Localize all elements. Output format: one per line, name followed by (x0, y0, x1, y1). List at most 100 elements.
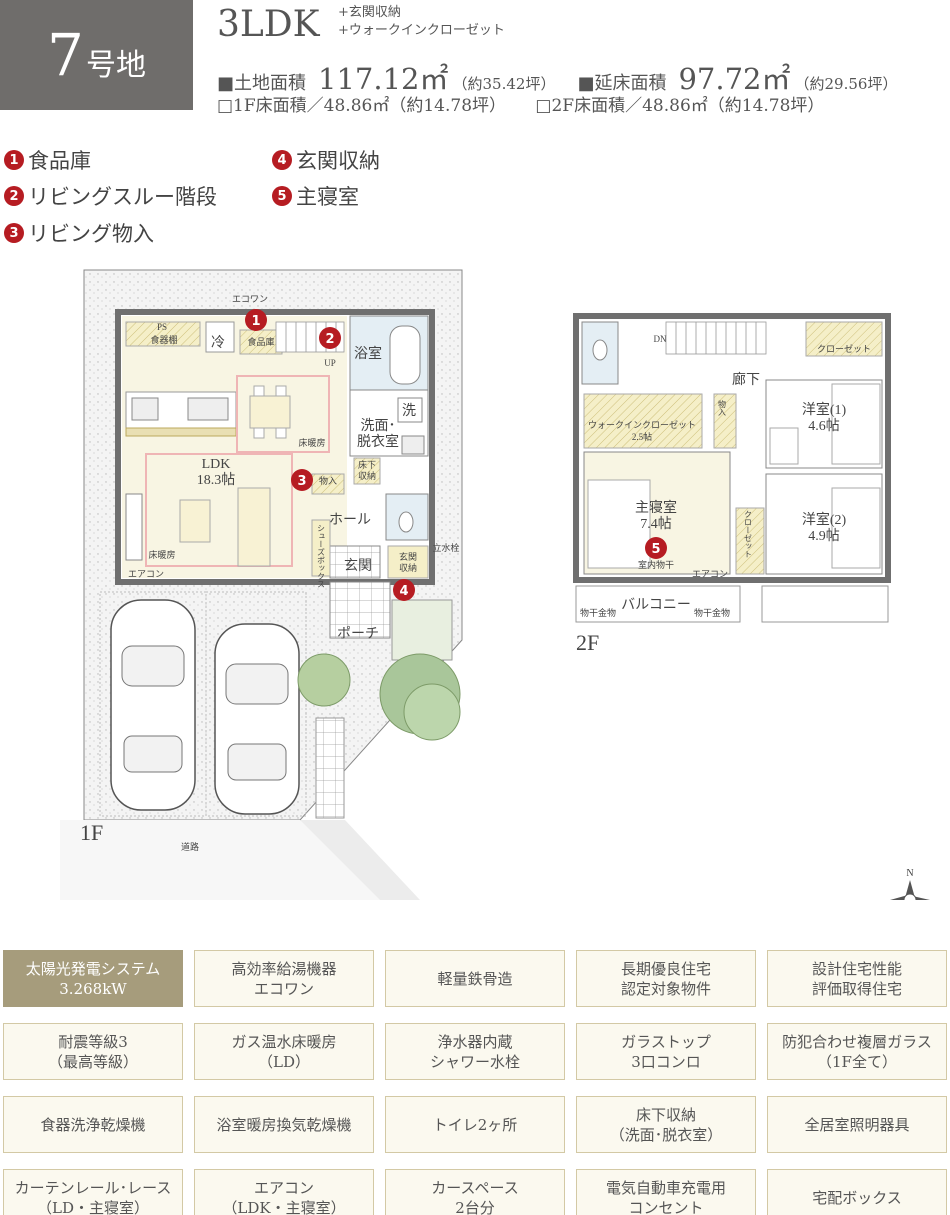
marker-5: 5 (651, 542, 660, 557)
feature-item: 全居室照明器具 (767, 1096, 947, 1153)
corridor-label: 廊下 (732, 371, 760, 388)
car-1-icon (110, 599, 196, 811)
ldk-label: LDK (202, 457, 231, 472)
feature-item: ガス温水床暖房 （LD） (194, 1023, 374, 1080)
features-grid: 太陽光発電システム 3.268kW 高効率給湯機器 エコワン 軽量鉄骨造 長期優… (3, 950, 947, 1215)
wic-label: ウォークインクローゼット (588, 419, 696, 430)
floor-areas: □1F床面積／48.86㎡（約14.78坪） □2F床面積／48.86㎡（約14… (217, 91, 824, 116)
plan-extra-item: +玄関収納 (338, 5, 401, 20)
legend-badge: 2 (4, 186, 24, 206)
legend-label: リビングスルー階段 (28, 185, 217, 209)
floor-area-value: 97.72㎡ (678, 62, 791, 96)
first-floor-area: □1F床面積／48.86㎡（約14.78坪） (217, 96, 507, 116)
land-area-value: 117.12㎡ (318, 62, 449, 96)
ldk-size: 18.3帖 (197, 472, 236, 488)
porch-label: ポーチ (337, 626, 379, 642)
legend-item-2: 2 リビングスルー階段 (4, 181, 217, 211)
legend-badge: 4 (272, 150, 292, 170)
floor-heat-label: 床暖房 (148, 549, 175, 560)
plan-type: 3LDK (217, 4, 320, 45)
balcony-label: バルコニー (621, 598, 691, 613)
land-area-label: ■土地面積 (217, 73, 307, 94)
marker-3: 3 (297, 474, 306, 489)
legend-item-4: 4 玄関収納 (272, 145, 380, 175)
room1-size: 4.6帖 (808, 418, 840, 434)
entry-storage-label: 収納 (399, 562, 417, 573)
entrance-label: 玄関 (344, 557, 372, 574)
legend-label: 主寝室 (296, 185, 359, 209)
road-label: 道路 (181, 841, 199, 852)
room2-size: 4.9帖 (808, 528, 840, 544)
lot-number-box: 7 号地 (0, 0, 193, 110)
feature-item: 食器洗浄乾燥機 (3, 1096, 183, 1153)
legend-badge: 5 (272, 186, 292, 206)
feature-item: 浴室暖房換気乾燥機 (194, 1096, 374, 1153)
fridge-label: 冷 (211, 335, 225, 351)
dn-label: DN (654, 334, 667, 344)
faucet-label: 立水栓 (432, 542, 459, 553)
feature-item: 床下収納 （洗面･脱衣室） (576, 1096, 756, 1153)
storage-label: 物入 (319, 475, 337, 486)
closet-label: クローゼット (817, 343, 871, 354)
plan-extras: +玄関収納 +ウォークインクローゼット (338, 4, 505, 40)
compass-icon: N (890, 868, 930, 900)
feature-item: 長期優良住宅 認定対象物件 (576, 950, 756, 1007)
floor-heat-label: 床暖房 (298, 437, 325, 448)
storage-label: 物入 (718, 399, 727, 416)
lot-number: 7 (47, 21, 84, 89)
floor-area-label: ■延床面積 (577, 73, 667, 94)
legend-label: 食品庫 (28, 149, 91, 173)
ps-label: PS (157, 322, 167, 332)
cupboard-label: 食器棚 (150, 334, 177, 345)
floor-label-1f: 1F (80, 820, 103, 845)
floor-plans: 1 2 3 4 エコワン PS 食器棚 食品庫 UP 床暖房 床暖房 物入 床下… (60, 269, 930, 900)
tree-icon (403, 683, 461, 741)
marker-2: 2 (325, 332, 334, 347)
feature-item: 電気自動車充電用 コンセント (576, 1169, 756, 1215)
master-size: 7.4帖 (640, 516, 672, 532)
tree-icon (297, 653, 351, 707)
aircon-label: エアコン (128, 569, 164, 579)
legend-item-1: 1 食品庫 (4, 145, 91, 175)
feature-item: 浄水器内蔵 シャワー水栓 (385, 1023, 565, 1080)
marker-1: 1 (251, 314, 260, 329)
indoor-dry-label: 室内物干 (638, 559, 674, 570)
underfloor-label: 床下 (358, 459, 376, 470)
car-2-icon (214, 623, 300, 815)
area-summary: ■土地面積 117.12㎡ （約35.42坪） ■延床面積 97.72㎡ （約2… (217, 56, 897, 98)
washroom-label: 脱衣室 (357, 433, 399, 450)
aircon-label: エアコン (692, 569, 728, 579)
floor-area-tsubo: （約29.56坪） (794, 75, 898, 93)
underfloor-label: 収納 (358, 470, 376, 481)
bath-label: 浴室 (354, 345, 382, 362)
second-floor-area: □2F床面積／48.86㎡（約14.78坪） (535, 96, 825, 116)
feature-item: ガラストップ 3口コンロ (576, 1023, 756, 1080)
feature-item: 高効率給湯機器 エコワン (194, 950, 374, 1007)
feature-item: カーテンレール･レース （LD・主寝室） (3, 1169, 183, 1215)
feature-item: 宅配ボックス (767, 1169, 947, 1215)
feature-item: カースペース 2台分 (385, 1169, 565, 1215)
up-label: UP (324, 358, 336, 368)
shoe-box-label: シューズボックス (317, 524, 326, 588)
marker-4: 4 (399, 584, 408, 599)
lot-suffix: 号地 (85, 48, 146, 83)
wic-size: 2.5帖 (632, 431, 652, 442)
legend-item-3: 3 リビング物入 (4, 218, 154, 248)
entry-storage-label: 玄関 (399, 551, 417, 562)
legend-label: 玄関収納 (296, 149, 380, 173)
room1-label: 洋室(1) (802, 401, 847, 418)
room2-label: 洋室(2) (802, 511, 847, 528)
legend-badge: 3 (4, 223, 24, 243)
dry-hardware-label: 物干金物 (580, 607, 616, 618)
first-floor-plan: 1 2 3 4 エコワン PS 食器棚 食品庫 UP 床暖房 床暖房 物入 床下… (60, 269, 463, 900)
floor-label-2f: 2F (576, 630, 599, 655)
feature-item: 軽量鉄骨造 (385, 950, 565, 1007)
master-label: 主寝室 (635, 499, 677, 516)
compass-n: N (906, 868, 913, 879)
feature-item: 耐震等級3 （最高等級） (3, 1023, 183, 1080)
closet2-label: クローゼット (744, 510, 753, 558)
dry-hardware-label: 物干金物 (694, 607, 730, 618)
land-area-tsubo: （約35.42坪） (452, 75, 556, 93)
washroom-label: 洗面･ (361, 418, 396, 434)
washer-label: 洗 (402, 403, 416, 419)
